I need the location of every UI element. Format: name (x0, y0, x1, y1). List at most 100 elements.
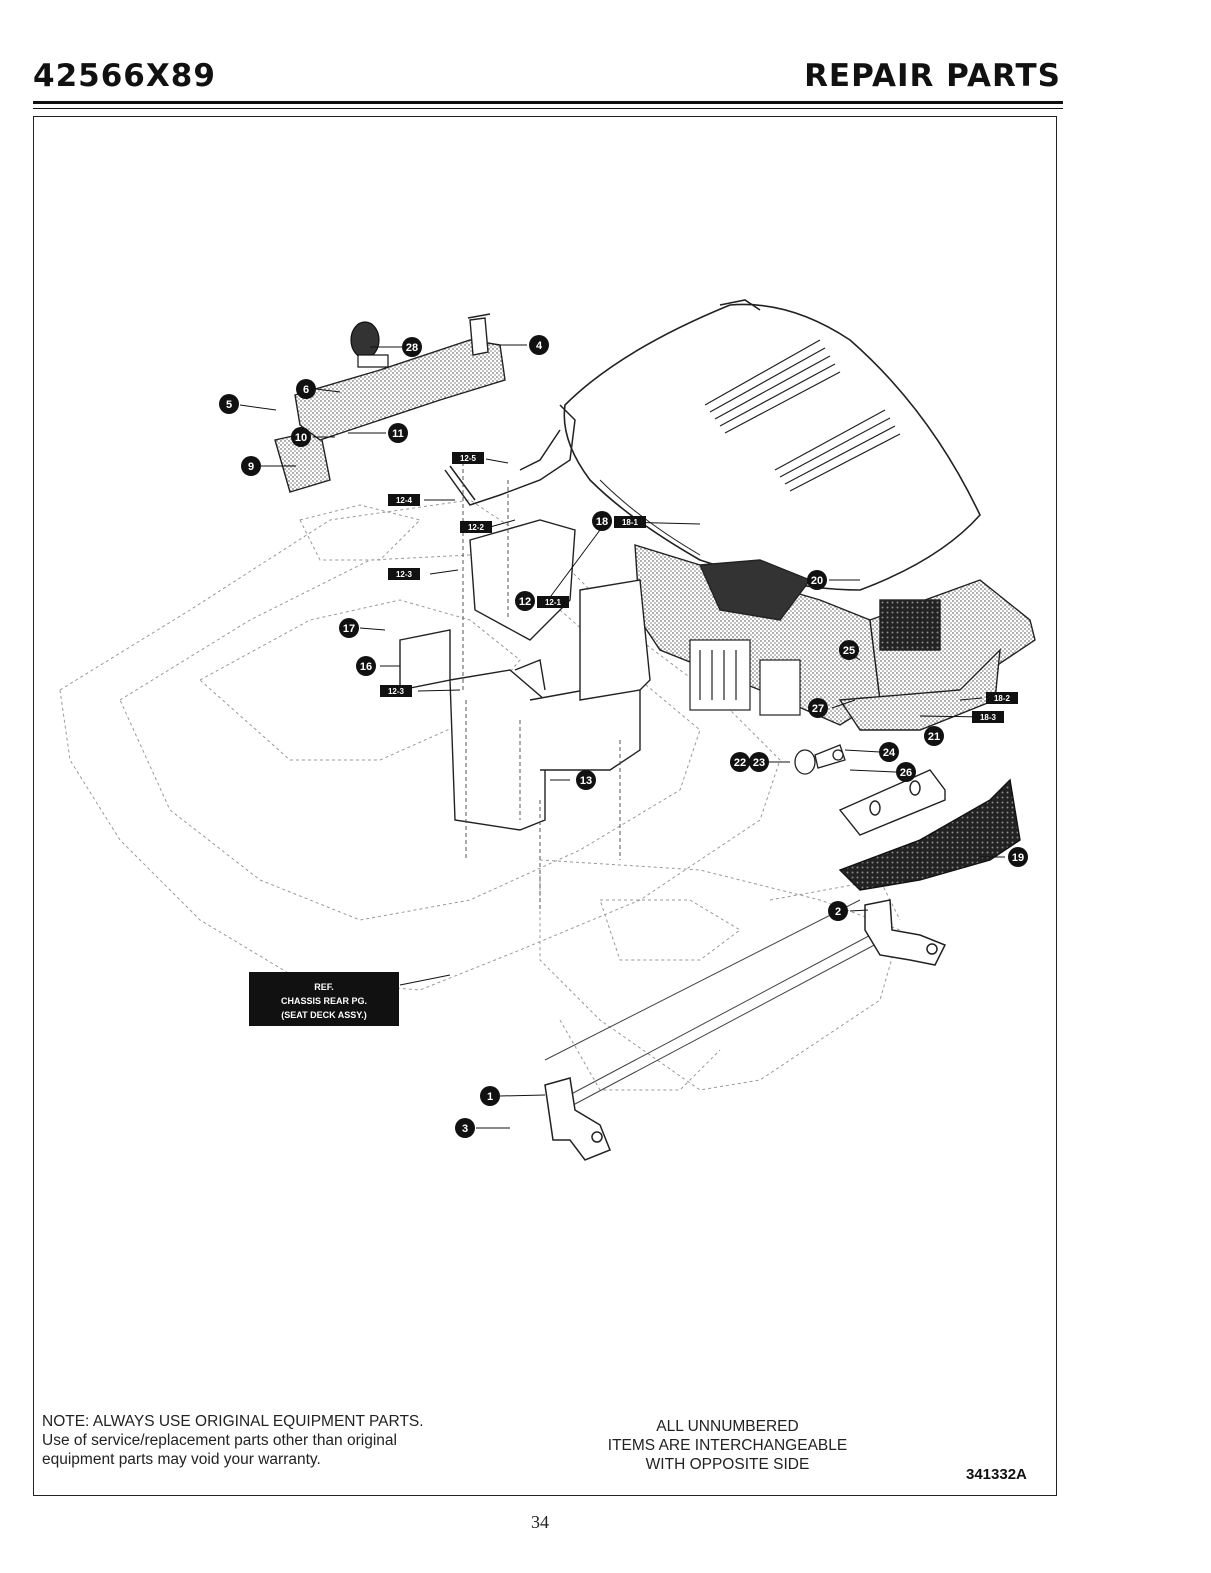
chassis-outline (59, 499, 901, 1091)
bracket-2 (864, 899, 947, 966)
battery-tray (399, 519, 651, 831)
callout-9: 9 (241, 456, 261, 476)
ref-label-box: REF. CHASSIS REAR PG. (SEAT DECK ASSY.) (249, 972, 399, 1026)
note-line-3: equipment parts may void your warranty. (42, 1451, 321, 1468)
callout-3: 3 (455, 1118, 475, 1138)
svg-text:12-3: 12-3 (396, 570, 413, 579)
svg-text:12-1: 12-1 (545, 598, 562, 607)
svg-text:18: 18 (596, 516, 608, 528)
dash-panel (274, 313, 506, 493)
tag-18-3: 18-3 (972, 711, 1004, 723)
callout-10: 10 (291, 427, 311, 447)
svg-text:1: 1 (487, 1091, 493, 1103)
svg-text:28: 28 (406, 342, 418, 354)
tag-18-2: 18-2 (986, 692, 1018, 704)
tag-12-4: 12-4 (388, 494, 420, 506)
callout-17: 17 (339, 618, 359, 638)
svg-text:19: 19 (1012, 852, 1024, 864)
bracket-21 (838, 769, 946, 836)
note-line-2: Use of service/replacement parts other t… (42, 1432, 397, 1449)
callout-22: 22 (730, 752, 750, 772)
note-line-1: NOTE: ALWAYS USE ORIGINAL EQUIPMENT PART… (42, 1413, 424, 1430)
callout-6: 6 (296, 379, 316, 399)
callout-1: 1 (480, 1086, 500, 1106)
hood-louvers (704, 339, 901, 492)
tag-18-1: 18-1 (614, 516, 646, 528)
svg-text:21: 21 (928, 731, 940, 743)
svg-text:22: 22 (734, 757, 746, 769)
header-rule-thick (33, 101, 1063, 104)
axle-rods (544, 899, 881, 1113)
svg-text:6: 6 (303, 384, 309, 396)
callout-11: 11 (388, 423, 408, 443)
callout-13: 13 (576, 770, 596, 790)
callout-12: 12 (515, 591, 535, 611)
callout-18: 18 (592, 511, 612, 531)
bolt-lines (462, 455, 621, 910)
svg-text:4: 4 (536, 340, 543, 352)
engine (689, 639, 801, 716)
warranty-note: NOTE: ALWAYS USE ORIGINAL EQUIPMENT PART… (42, 1412, 424, 1469)
callout-5: 5 (219, 394, 239, 414)
center-line-2: ITEMS ARE INTERCHANGEABLE (607, 1437, 848, 1454)
svg-text:25: 25 (843, 645, 855, 657)
callout-21: 21 (924, 726, 944, 746)
section-title: REPAIR PARTS (804, 58, 1061, 94)
center-line-3: WITH OPPOSITE SIDE (645, 1456, 810, 1473)
svg-text:5: 5 (226, 399, 232, 411)
svg-text:3: 3 (462, 1123, 468, 1135)
callout-20: 20 (807, 570, 827, 590)
page-number: 34 (531, 1512, 549, 1532)
hood (563, 299, 981, 591)
front-housing (634, 544, 1036, 731)
ref-label-line3: (SEAT DECK ASSY.) (281, 1010, 367, 1020)
svg-text:12: 12 (519, 596, 531, 608)
svg-text:18-2: 18-2 (994, 694, 1011, 703)
svg-text:24: 24 (883, 747, 896, 759)
knob-28 (350, 321, 389, 368)
header-rule-thin (33, 108, 1063, 109)
svg-text:12-2: 12-2 (468, 523, 485, 532)
svg-text:26: 26 (900, 767, 912, 779)
callout-26: 26 (896, 762, 916, 782)
callout-16: 16 (356, 656, 376, 676)
ref-label-line2: CHASSIS REAR PG. (281, 996, 367, 1006)
callout-19: 19 (1008, 847, 1028, 867)
callout-24: 24 (879, 742, 899, 762)
figure-number: 341332A (966, 1466, 1027, 1483)
svg-text:9: 9 (248, 461, 254, 473)
hinge-pin (794, 744, 846, 775)
tag-12-1: 12-1 (537, 596, 569, 608)
svg-text:12-3: 12-3 (388, 687, 405, 696)
center-line-1: ALL UNNUMBERED (656, 1418, 799, 1435)
bracket-1 (544, 1077, 611, 1161)
callout-4: 4 (529, 335, 549, 355)
callout-25: 25 (839, 640, 859, 660)
svg-text:16: 16 (360, 661, 372, 673)
tag-12-3-lower: 12-3 (380, 685, 412, 697)
model-number: 42566X89 (33, 58, 216, 94)
svg-text:18-1: 18-1 (622, 518, 639, 527)
callout-2: 2 (828, 901, 848, 921)
svg-text:11: 11 (392, 428, 404, 440)
svg-text:10: 10 (295, 432, 307, 444)
svg-text:2: 2 (835, 906, 841, 918)
callout-23: 23 (749, 752, 769, 772)
tag-12-2: 12-2 (460, 521, 492, 533)
ref-label-line1: REF. (314, 982, 334, 992)
svg-text:13: 13 (580, 775, 592, 787)
svg-text:12-4: 12-4 (396, 496, 413, 505)
svg-text:18-3: 18-3 (980, 713, 997, 722)
interchangeable-note: ALL UNNUMBERED ITEMS ARE INTERCHANGEABLE… (555, 1417, 900, 1474)
tag-12-5: 12-5 (452, 452, 484, 464)
callout-27: 27 (808, 698, 828, 718)
diagram-frame (33, 116, 1057, 1496)
callout-28: 28 (402, 337, 422, 357)
svg-text:12-5: 12-5 (460, 454, 477, 463)
grille-19 (838, 778, 1021, 891)
svg-text:23: 23 (753, 757, 765, 769)
svg-text:17: 17 (343, 623, 355, 635)
svg-text:27: 27 (812, 703, 824, 715)
tag-12-3-upper: 12-3 (388, 568, 420, 580)
